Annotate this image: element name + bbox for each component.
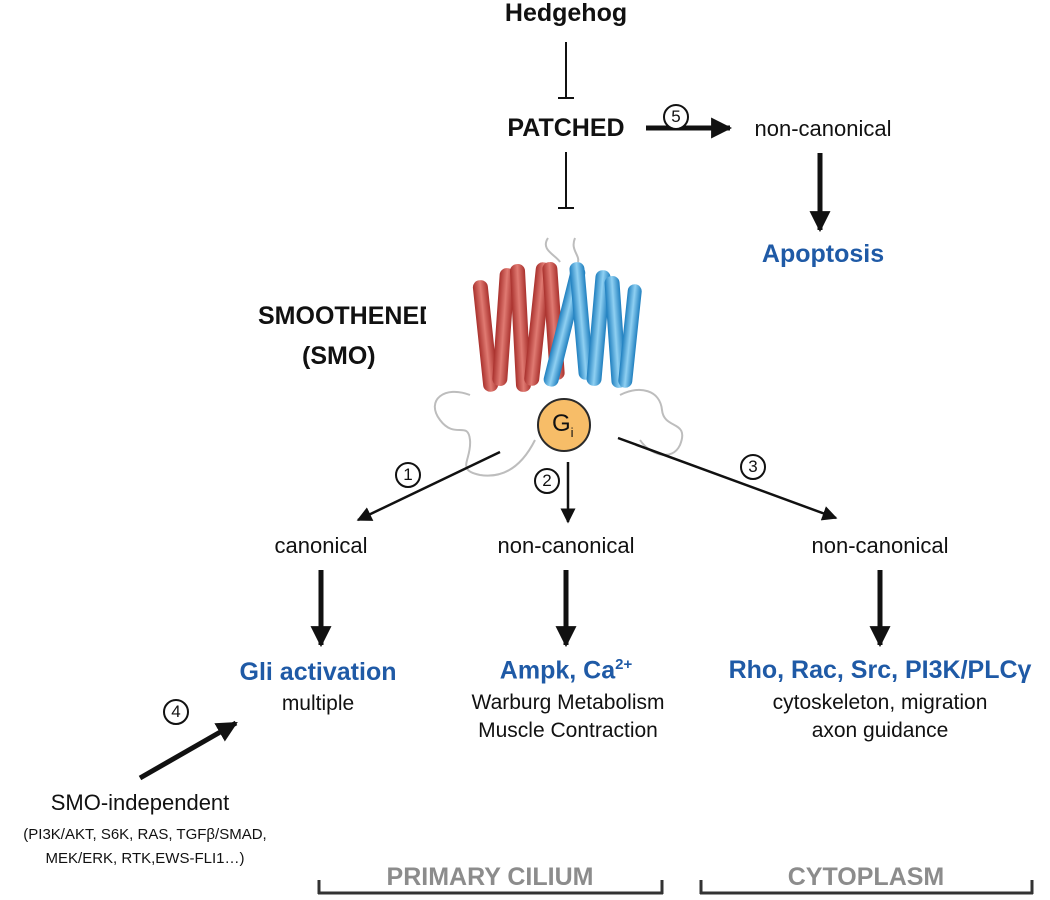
smo-independent-title: SMO-independent — [50, 790, 230, 815]
branch-rho-type: non-canonical — [811, 533, 949, 558]
ampk-detail-warburg: Warburg Metabolism — [471, 691, 665, 714]
hedgehog-label: Hedgehog — [504, 0, 628, 27]
ampk-label: Ampk, Ca2+ — [499, 656, 633, 685]
smo-label-line2: (SMO) — [302, 342, 376, 370]
apoptosis-label: Apoptosis — [761, 240, 885, 268]
arrow-4 — [138, 720, 238, 781]
arrow-3 — [617, 436, 838, 521]
branch-ampk-type: non-canonical — [497, 533, 635, 558]
pathway-number-2: 2 — [534, 468, 560, 494]
pathway-number-3: 3 — [740, 454, 766, 480]
rho-detail-cytoskeleton: cytoskeleton, migration — [772, 691, 988, 714]
g-protein-label: Gi — [552, 410, 574, 440]
inhibition-hedgehog-patched — [558, 42, 574, 99]
rho-rac-src-label: Rho, Rac, Src, PI3K/PLCγ — [728, 656, 1032, 684]
patched-noncanonical-label: non-canonical — [754, 116, 892, 141]
compartment-cytoplasm: CYTOPLASM — [787, 863, 945, 891]
bracket-primary-cilium — [317, 880, 664, 895]
gli-activation-label: Gli activation — [239, 658, 397, 686]
gli-detail-multiple: multiple — [281, 692, 355, 715]
arrow-1 — [356, 450, 501, 522]
patched-label: PATCHED — [507, 114, 625, 142]
compartment-primary-cilium: PRIMARY CILIUM — [386, 863, 594, 891]
inhibition-patched-smo — [558, 152, 574, 209]
branch-canonical-type: canonical — [274, 533, 368, 558]
smo-independent-line1: (PI3K/AKT, S6K, RAS, TGFβ/SMAD, — [23, 826, 267, 843]
g-protein-circle — [537, 398, 591, 452]
smo-protein-illustration — [433, 237, 684, 477]
rho-detail-axon: axon guidance — [811, 719, 949, 742]
bracket-cytoplasm — [699, 880, 1034, 895]
smo-label-line1: SMOOTHENED — [258, 302, 426, 330]
smo-independent-line2: MEK/ERK, RTK,EWS-FLI1…) — [45, 850, 245, 867]
ampk-detail-muscle: Muscle Contraction — [478, 719, 658, 742]
pathway-number-5: 5 — [663, 104, 689, 130]
pathway-number-4: 4 — [163, 699, 189, 725]
pathway-number-1: 1 — [395, 462, 421, 488]
